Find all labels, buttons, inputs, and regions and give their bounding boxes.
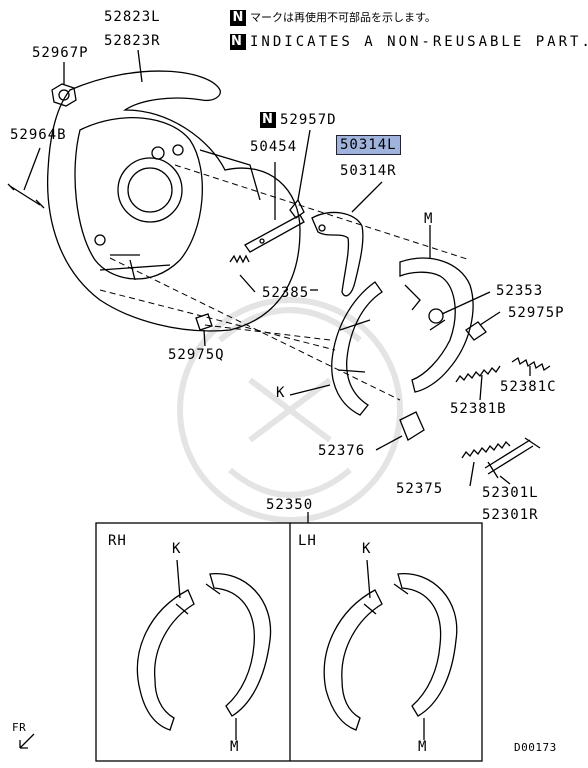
kit-lh-label: LH	[298, 533, 317, 549]
kit-rh-label: RH	[108, 533, 127, 549]
label-50314l: 50314L	[336, 135, 401, 155]
spring-52385	[229, 254, 256, 293]
label-52967p: 52967P	[32, 45, 89, 61]
label-50314l-highlight: 50314L	[336, 135, 401, 155]
label-52376: 52376	[318, 443, 366, 459]
rh-shoe-pair	[136, 559, 272, 740]
clip-52376	[375, 411, 425, 451]
brake-shoe-m	[399, 225, 474, 393]
pin-52353	[428, 291, 491, 324]
parking-lever-50314	[311, 181, 383, 297]
label-50314r: 50314R	[340, 163, 397, 179]
notice-en-text: INDICATES A NON-REUSABLE PART.	[250, 34, 588, 50]
label-52975p: 52975P	[508, 305, 565, 321]
label-k-main: K	[276, 385, 286, 401]
lever-50454	[244, 162, 305, 253]
fr-arrow-icon	[19, 733, 35, 749]
label-52375: 52375	[396, 481, 444, 497]
label-52353: 52353	[496, 283, 544, 299]
label-52975q: 52975Q	[168, 347, 225, 363]
diagram-code: D00173	[514, 741, 557, 754]
kit-box	[95, 522, 483, 762]
label-52385: 52385	[262, 285, 310, 301]
bolt-52975q	[195, 313, 213, 347]
label-52381b: 52381B	[450, 401, 507, 417]
notice-jp: N マークは再使用不可部品を示します。	[230, 10, 436, 26]
spring-52381c	[511, 356, 551, 376]
adjuster-52301	[484, 437, 541, 485]
label-52823l: 52823L	[104, 9, 161, 25]
label-m-rh: M	[230, 739, 240, 755]
bolt-52975p	[465, 311, 501, 341]
bolt-52964b	[7, 147, 45, 209]
label-52964b: 52964B	[10, 127, 67, 143]
label-k-lh: K	[362, 541, 372, 557]
label-52350: 52350	[266, 497, 314, 513]
spring-52375	[461, 440, 511, 487]
label-52301r: 52301R	[482, 507, 539, 523]
non-reusable-badge: N	[230, 10, 246, 26]
spring-52381b	[455, 365, 501, 401]
label-52381c: 52381C	[500, 379, 557, 395]
label-k-rh: K	[172, 541, 182, 557]
nut-52967p	[51, 62, 77, 107]
label-m-top: M	[424, 211, 434, 227]
non-reusable-badge-52957d: N	[260, 112, 276, 128]
backing-plate	[46, 70, 301, 332]
brake-shoe-k	[289, 281, 383, 416]
label-50454: 50454	[250, 139, 298, 155]
label-52823r: 52823R	[104, 33, 161, 49]
non-reusable-badge-en: N	[230, 34, 246, 50]
guide-lines	[99, 164, 471, 401]
label-m-lh: M	[418, 739, 428, 755]
watermark	[177, 297, 403, 523]
clip-52957d	[289, 129, 311, 219]
label-52301l: 52301L	[482, 485, 539, 501]
fr-label: FR	[12, 721, 27, 734]
lh-shoe-pair	[323, 559, 458, 740]
label-52957d-text: 52957D	[280, 112, 337, 128]
notice-jp-text: マークは再使用不可部品を示します。	[250, 11, 436, 24]
